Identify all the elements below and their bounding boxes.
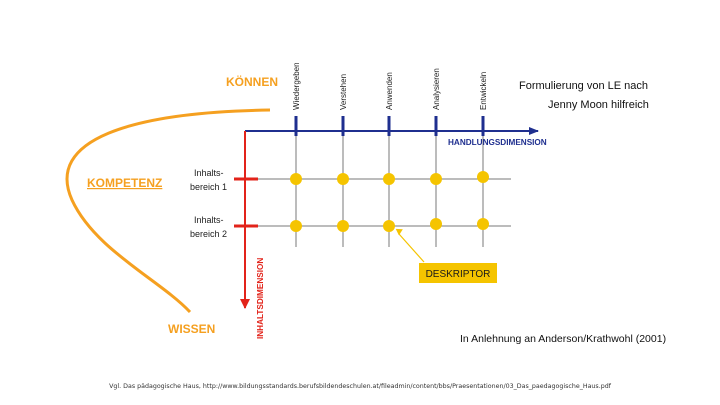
deskriptor-box bbox=[419, 263, 497, 283]
column-label: Anwenden bbox=[385, 72, 394, 110]
descriptor-dot bbox=[290, 173, 302, 185]
row-label-2-line1: Inhalts- bbox=[194, 215, 224, 225]
descriptor-dot bbox=[477, 171, 489, 183]
descriptor-dot bbox=[477, 218, 489, 230]
descriptor-dot bbox=[337, 220, 349, 232]
column-label: Verstehen bbox=[339, 74, 348, 110]
column-label: Analysieren bbox=[432, 68, 441, 110]
row-label-2: Inhalts- bereich 2 bbox=[190, 215, 227, 239]
column-labels: Wiedergeben Verstehen Anwenden Analysier… bbox=[292, 62, 488, 110]
descriptor-dot bbox=[430, 173, 442, 185]
descriptor-dot bbox=[430, 218, 442, 230]
koennen-label: KÖNNEN bbox=[226, 74, 278, 89]
row-label-1-line1: Inhalts- bbox=[194, 168, 224, 178]
row-label-1: Inhalts- bereich 1 bbox=[190, 168, 227, 192]
descriptor-dot bbox=[383, 173, 395, 185]
row-label-1-line2: bereich 1 bbox=[190, 182, 227, 192]
descriptor-dots bbox=[290, 171, 489, 232]
column-label: Entwickeln bbox=[479, 72, 488, 110]
descriptor-dot bbox=[290, 220, 302, 232]
row-ticks bbox=[234, 177, 258, 228]
row-label-2-line2: bereich 2 bbox=[190, 229, 227, 239]
note-line-2: Jenny Moon hilfreich bbox=[548, 99, 649, 111]
competence-curve bbox=[65, 108, 271, 314]
source-footer: Vgl. Das pädagogische Haus, http://www.b… bbox=[109, 383, 611, 390]
wissen-label: WISSEN bbox=[168, 322, 215, 336]
column-label: Wiedergeben bbox=[292, 62, 301, 110]
descriptor-dot bbox=[383, 220, 395, 232]
citation: In Anlehnung an Anderson/Krathwohl (2001… bbox=[460, 333, 666, 345]
grid-lines bbox=[247, 133, 511, 247]
handlungsdimension-label: HANDLUNGSDIMENSION bbox=[448, 138, 547, 147]
column-ticks bbox=[294, 116, 485, 136]
inhaltsdimension-label: INHALTSDIMENSION bbox=[256, 258, 265, 339]
kompetenz-label: KOMPETENZ bbox=[87, 176, 162, 190]
deskriptor-label: DESKRIPTOR bbox=[426, 269, 491, 280]
descriptor-dot bbox=[337, 173, 349, 185]
deskriptor-pointer bbox=[395, 228, 425, 263]
note-line-1: Formulierung von LE nach bbox=[519, 80, 648, 92]
